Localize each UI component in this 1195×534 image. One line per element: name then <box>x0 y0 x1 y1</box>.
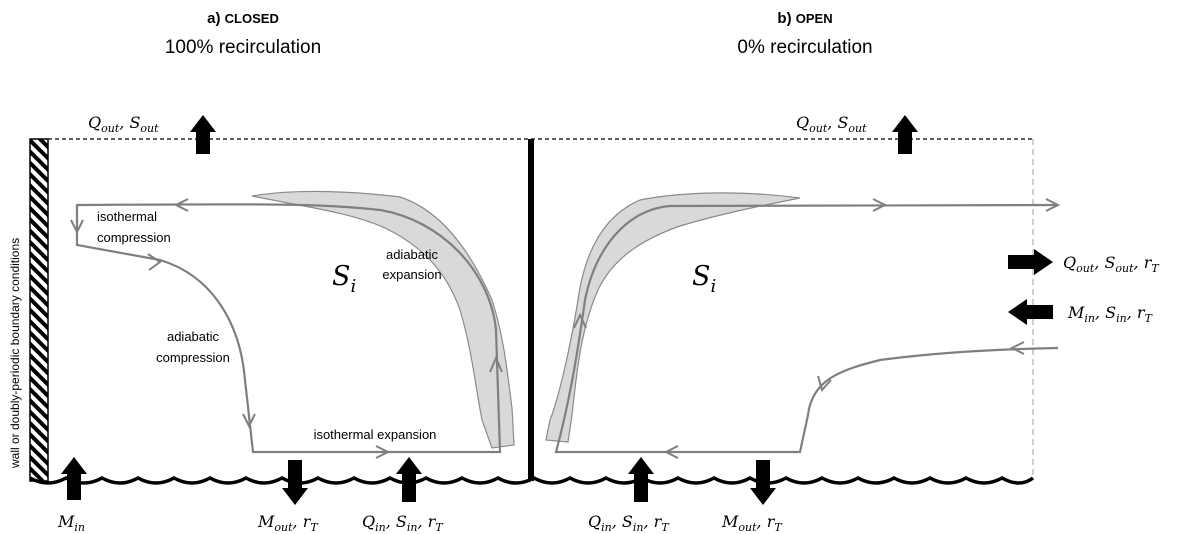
label-top-flux-b: Qout, Sout <box>796 113 867 135</box>
chevron-a-right1 <box>147 253 162 271</box>
panel-b-title: b) OPEN <box>777 10 832 27</box>
label-m-out-b: Mout, rT <box>721 512 783 534</box>
label-top-flux-a: Qout, Sout <box>88 113 159 135</box>
plume-b <box>545 192 801 443</box>
plume-a <box>251 190 515 449</box>
label-isothermal-compression-1: isothermal <box>97 209 157 224</box>
panel-a-title: a) CLOSED <box>207 10 279 27</box>
chevron-b-down <box>817 375 832 393</box>
cycle-path-a <box>75 203 502 454</box>
arrow-m-in-a <box>61 457 87 500</box>
chevron-a-left <box>173 198 189 212</box>
arrow-top-out-b <box>892 115 918 154</box>
arrow-m-out-b <box>750 460 776 505</box>
surface-wave <box>29 475 1035 485</box>
label-isothermal-compression-2: compression <box>97 230 171 245</box>
storage-symbol-b: Si <box>692 261 716 297</box>
arrow-right-out-b <box>1008 249 1053 275</box>
chevron-b-right2 <box>1045 198 1061 212</box>
label-adiabatic-expansion-2: expansion <box>382 267 441 282</box>
chevron-a-right2 <box>375 445 391 459</box>
label-m-in-a: Min <box>57 512 85 534</box>
arrow-top-out-a <box>190 115 216 154</box>
panel-b-subtitle: 0% recirculation <box>737 37 872 58</box>
wall-hatch <box>29 138 49 482</box>
label-adiabatic-compression-2: compression <box>156 350 230 365</box>
arrow-m-out-a <box>282 460 308 505</box>
chevron-b-left2 <box>663 445 679 459</box>
chevron-b-up <box>573 312 587 329</box>
center-divider <box>528 139 534 481</box>
label-q-in-b: Qin, Sin, rT <box>588 512 670 534</box>
label-isothermal-expansion: isothermal expansion <box>314 427 437 442</box>
panel-a-subtitle: 100% recirculation <box>165 37 321 58</box>
chevron-a-up <box>489 355 503 373</box>
label-right-in-b: Min, Sin, rT <box>1067 303 1154 325</box>
arrow-q-in-b <box>628 457 654 502</box>
wall-label: wall or doubly-periodic boundary conditi… <box>8 238 22 469</box>
label-adiabatic-expansion-1: adiabatic <box>386 247 439 262</box>
chevron-a-down2 <box>242 413 256 429</box>
label-m-out-a: Mout, rT <box>257 512 319 534</box>
storage-symbol-a: Si <box>332 261 356 297</box>
chevron-a-down1 <box>70 219 84 235</box>
arrow-q-in-a <box>396 457 422 502</box>
chevron-b-right1 <box>872 198 888 212</box>
label-adiabatic-compression-1: adiabatic <box>167 329 220 344</box>
chevron-b-left1 <box>1009 341 1025 355</box>
cycle-path-b <box>554 203 1059 454</box>
label-right-out-b: Qout, Sout, rT <box>1063 253 1160 275</box>
arrow-right-in-b <box>1008 299 1053 325</box>
label-q-in-a: Qin, Sin, rT <box>362 512 444 534</box>
